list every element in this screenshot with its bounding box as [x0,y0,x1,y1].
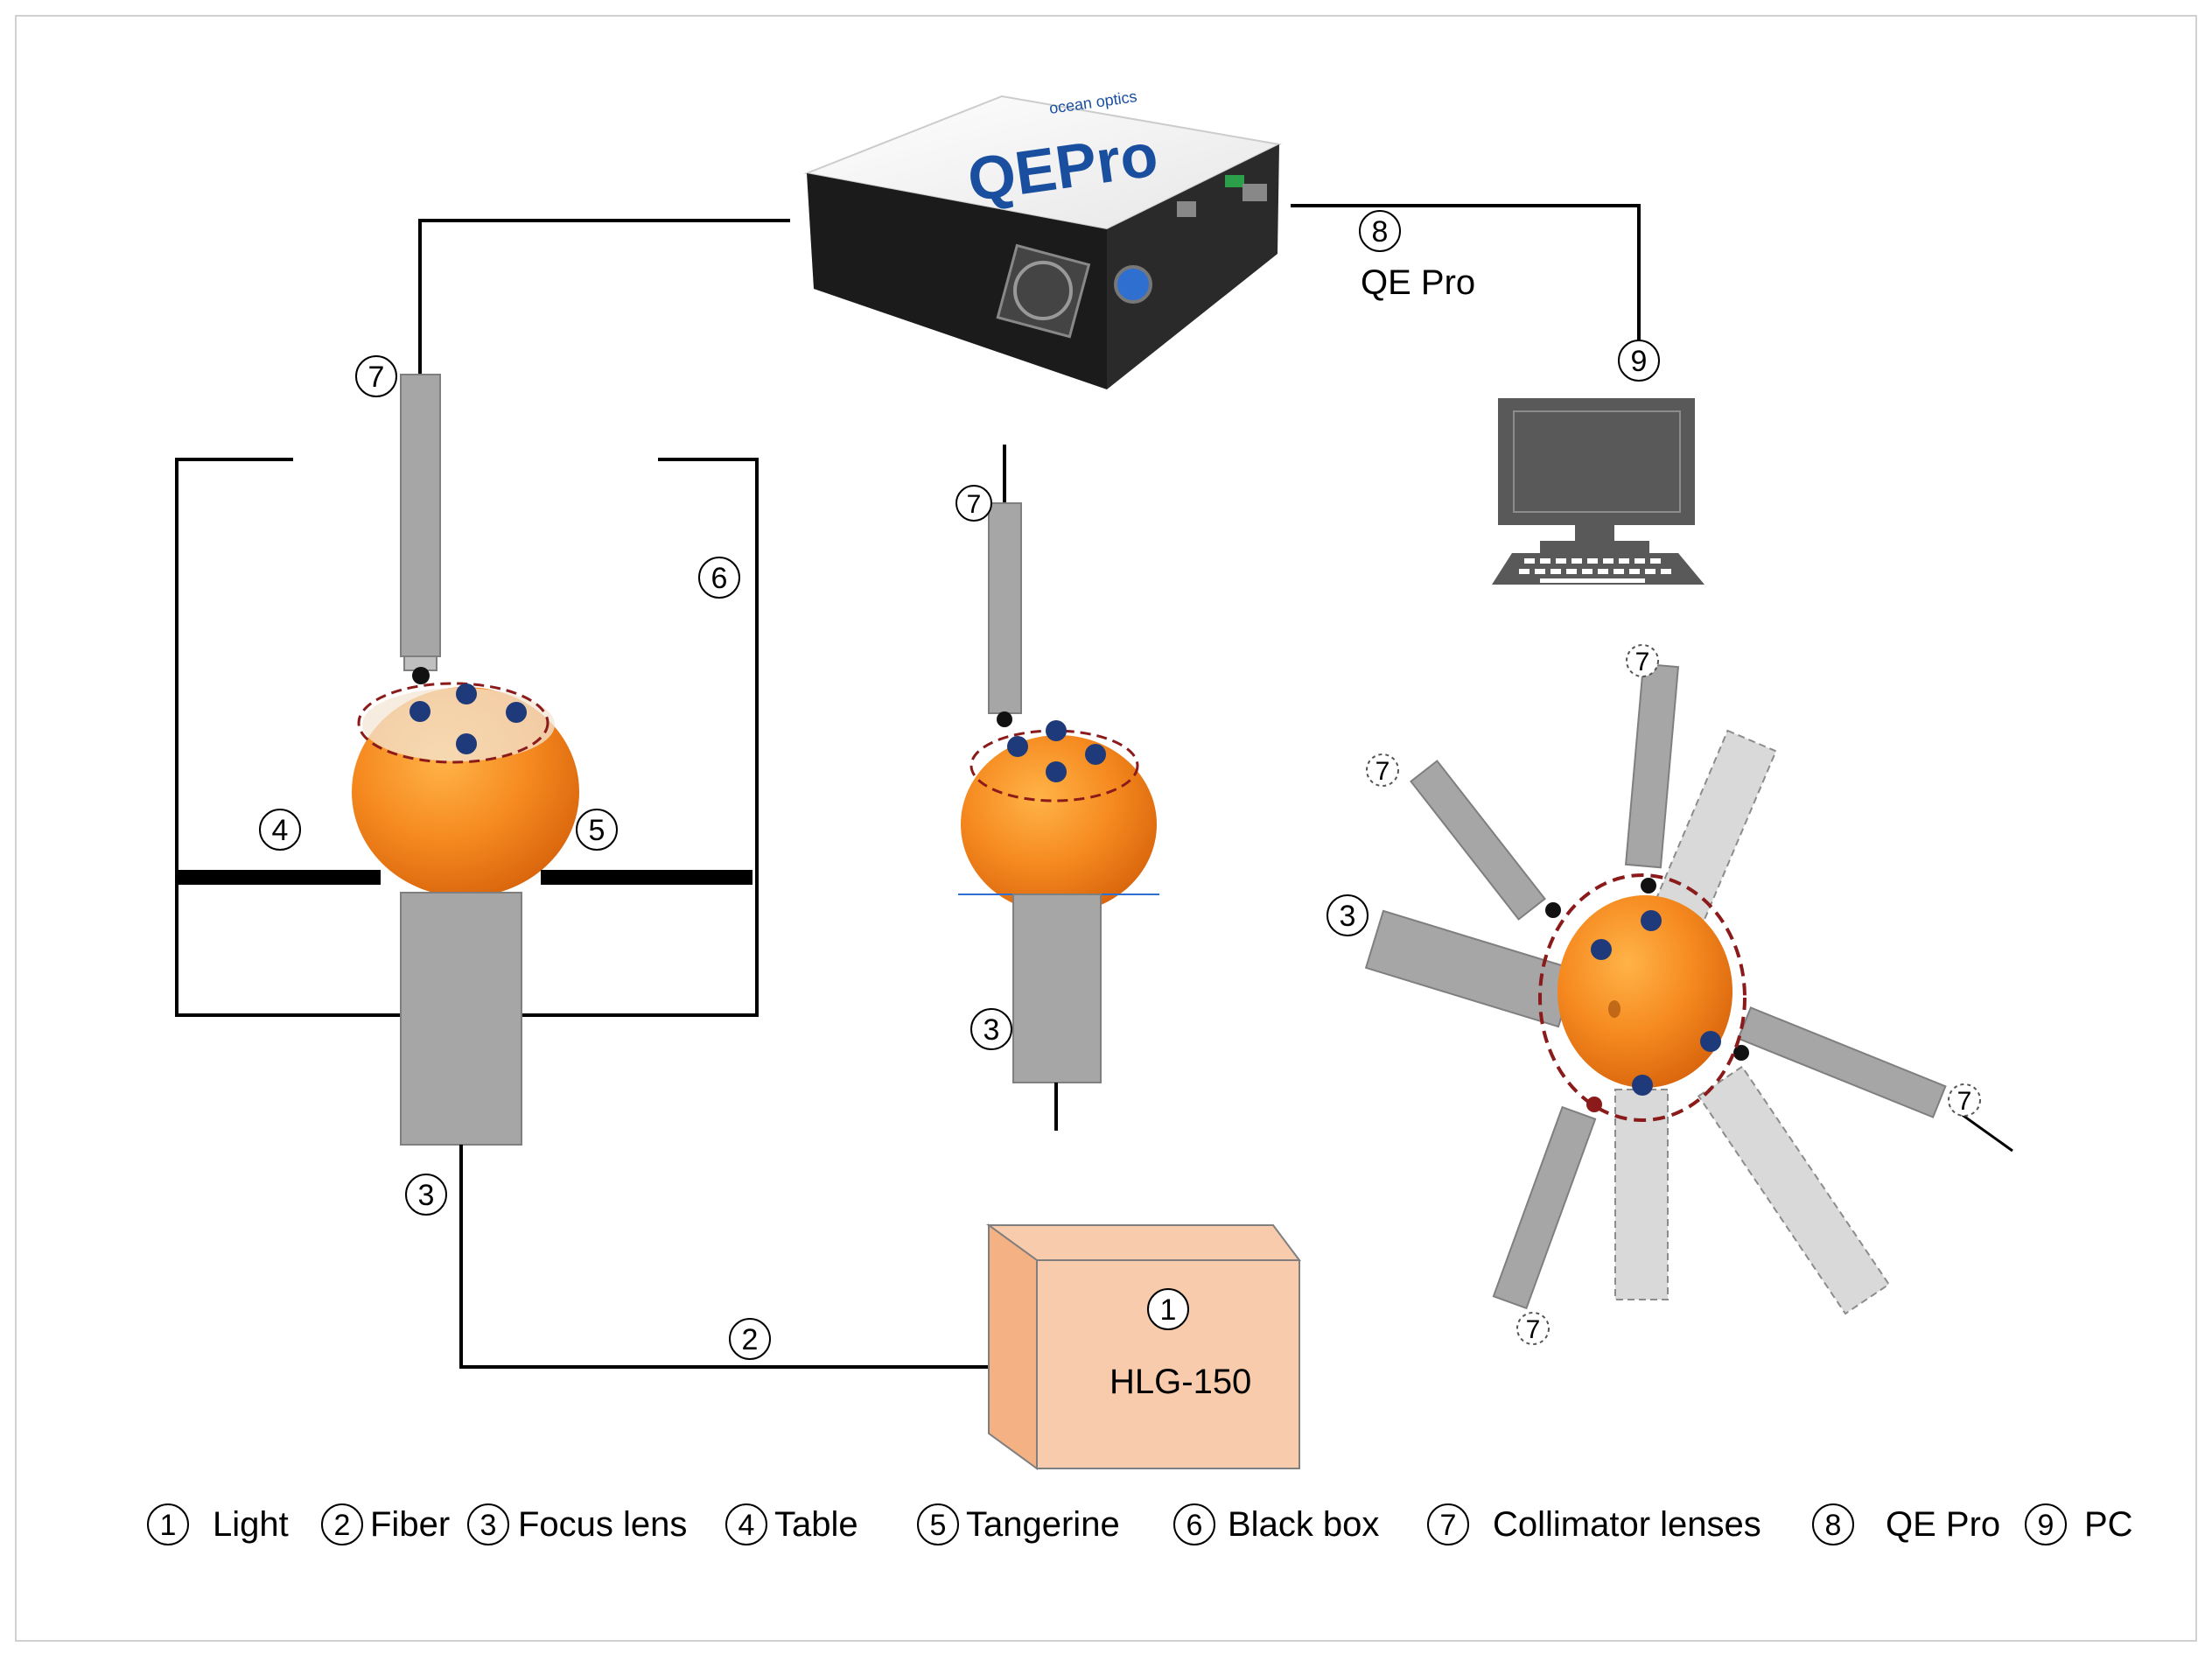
callout-5: 5 [589,814,606,847]
legend-text-fiber: Fiber [370,1505,450,1544]
measurement-ring-right [1538,873,1746,1122]
fan-icon [996,243,1091,339]
callout-3-left: 3 [418,1179,435,1212]
callout-7-upper-left: 7 [1376,757,1390,786]
callout-1: 1 [1160,1293,1177,1327]
qe-pro-spectrometer: QEPro ocean optics [803,88,1283,389]
legend-text-tangerine: Tangerine [966,1505,1120,1544]
focus-lens-right [1364,909,1578,1028]
legend-num-2: 2 [334,1509,351,1542]
measurement-points-left [410,683,527,754]
legend-text-qe-pro: QE Pro [1886,1505,2000,1544]
legend-num-9: 9 [2038,1509,2054,1542]
collimator-right [1737,1006,1947,1118]
measurement-points-right [1591,910,1721,1096]
callout-7-top: 7 [1635,648,1650,676]
light-source-box [985,1223,1301,1470]
legend-text-pc: PC [2084,1505,2133,1544]
fiber-to-light [459,1145,1037,1369]
collimator-lens-middle [988,502,1022,714]
measurement-ring-left [357,682,550,764]
legend-num-3: 3 [480,1509,497,1542]
legend-text-black-box: Black box [1228,1505,1379,1544]
legend-text-light: Light [213,1505,289,1544]
legend-num-1: 1 [160,1509,177,1542]
measurement-points-middle [1007,720,1106,782]
legend-text-table: Table [774,1505,858,1544]
qe-pro-label: QE Pro [1361,263,1475,302]
focus-lens-middle [1012,894,1102,1083]
table-left [177,870,381,885]
usb-cable-to-pc [1291,204,1641,341]
table-right [541,870,752,885]
fiber-port [1114,265,1152,304]
legend-text-collimator: Collimator lenses [1493,1505,1761,1544]
legend-num-7: 7 [1440,1509,1457,1542]
callout-7-right: 7 [1957,1087,1972,1116]
callout-9: 9 [1631,345,1648,378]
callout-4: 4 [272,814,289,847]
light-source-label: HLG-150 [1110,1363,1251,1401]
legend: 1 Light 2 Fiber 3 Focus lens 4 Table 5 T… [147,1503,2133,1545]
black-box [175,458,759,1017]
legend-num-4: 4 [738,1509,755,1542]
legend-num-5: 5 [930,1509,947,1542]
callout-3-right: 3 [1340,900,1356,933]
collimator-upper-left [1410,760,1546,921]
callout-6: 6 [711,562,728,595]
fiber-to-collimator [418,219,790,375]
callout-3-middle: 3 [984,1013,1000,1047]
callout-7-left: 7 [368,361,385,394]
figure-border [15,15,2197,1642]
collimator-lens [400,374,441,657]
collimator-top [1624,662,1680,869]
focus-lens-left [400,892,522,1146]
collimator-lower-left [1492,1105,1597,1310]
computer-icon [1492,398,1704,585]
callout-7-middle: 7 [967,490,982,519]
legend-num-6: 6 [1186,1509,1203,1542]
callout-2: 2 [742,1323,759,1356]
legend-num-8: 8 [1825,1509,1842,1542]
callout-8: 8 [1372,215,1389,249]
tangerine-middle [961,735,1157,914]
callout-7-lower-left: 7 [1526,1315,1541,1344]
legend-text-focus-lens: Focus lens [518,1505,687,1544]
